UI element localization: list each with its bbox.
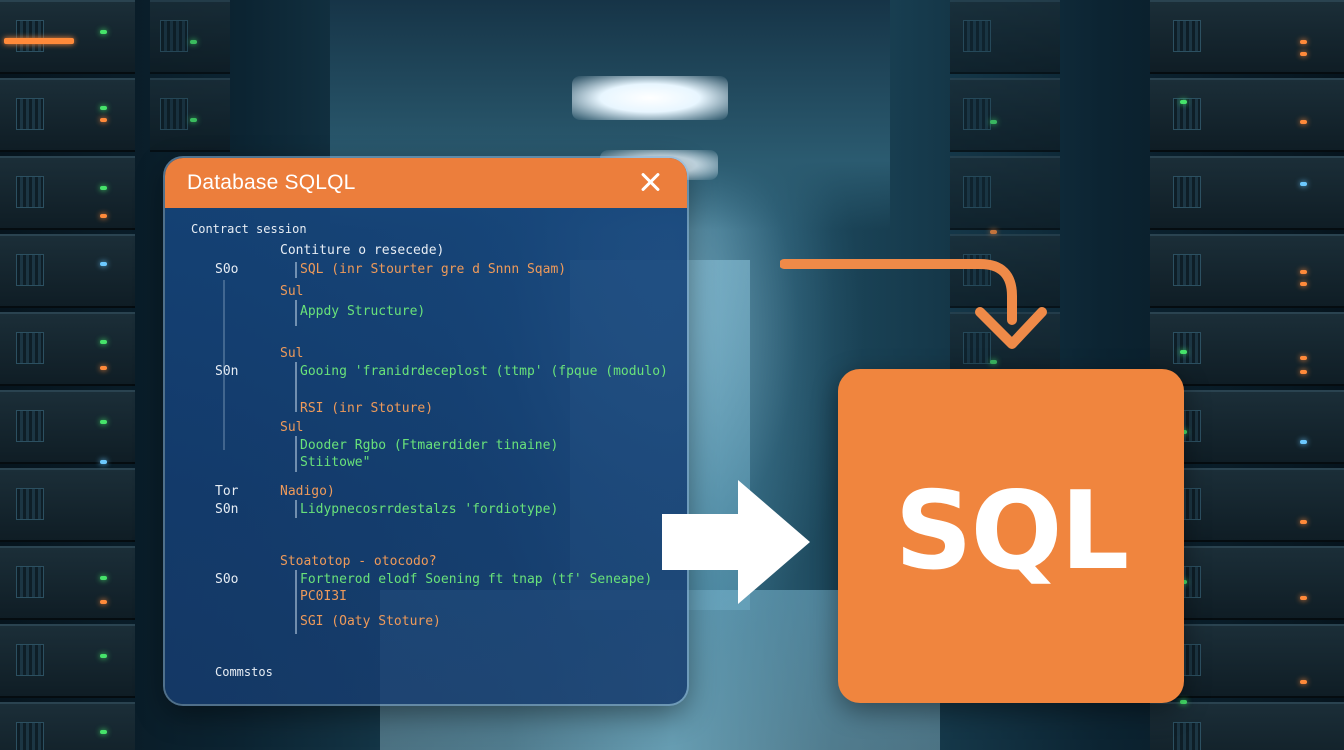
window-footer-text: Commstos (215, 665, 273, 679)
section-heading: Contiture o resecede) (280, 243, 445, 258)
right-arrow-icon (662, 480, 810, 604)
row-marker: Sul (280, 346, 304, 361)
row-left-label: S0n (215, 364, 239, 379)
row-marker: Nadigo) (280, 484, 335, 499)
tree-line (295, 436, 297, 472)
close-icon[interactable] (637, 168, 665, 196)
row-left-label: S0o (215, 262, 239, 277)
code-line: Appdy Structure) (300, 304, 426, 319)
row-marker: Sul (280, 284, 304, 299)
sql-card: SQL (838, 369, 1184, 703)
code-line: RSI (inr Stoture) (300, 401, 434, 416)
tree-line (223, 280, 225, 450)
window-header-text: Contract session (191, 222, 307, 236)
code-line: Gooing 'franidrdeceplost (ttmp' (fpque (… (300, 364, 668, 379)
server-rack-left (0, 0, 135, 750)
code-line: SGI (Oaty Stoture) (300, 614, 441, 629)
tree-line (295, 500, 297, 518)
code-line: SQL (inr Stourter gre d Snnn Sqam) (300, 262, 567, 277)
ceiling-light (572, 76, 728, 120)
server-rack-right (1150, 0, 1344, 750)
curved-arrow-icon (780, 259, 1047, 349)
code-line: Stiitowe" (300, 455, 371, 470)
row-left-label: Tor (215, 484, 239, 499)
row-marker: Stoatotop - otocodo? (280, 554, 437, 569)
server-rack-left-inner (150, 0, 230, 160)
tree-line (295, 262, 297, 278)
tree-line (295, 300, 297, 326)
window-title: Database SQLQL (187, 171, 356, 194)
code-line: Fortnerod elodf Soening ft tnap (tf' Sen… (300, 572, 653, 587)
database-sql-window: Database SQLQL Contract session Contitur… (165, 158, 687, 704)
tree-line (295, 362, 297, 412)
row-marker: Sul (280, 420, 304, 435)
window-title-bar[interactable]: Database SQLQL (165, 158, 687, 208)
code-line: Dooder Rgbo (Ftmaerdider tinaine) (300, 438, 559, 453)
code-line: PC0I3I (300, 589, 347, 604)
sql-label: SQL (894, 469, 1129, 594)
row-left-label: S0n (215, 502, 239, 517)
row-left-label: S0o (215, 572, 239, 587)
tree-line (295, 570, 297, 634)
code-line: Lidypnecosrrdestalzs 'fordiotype) (300, 502, 559, 517)
